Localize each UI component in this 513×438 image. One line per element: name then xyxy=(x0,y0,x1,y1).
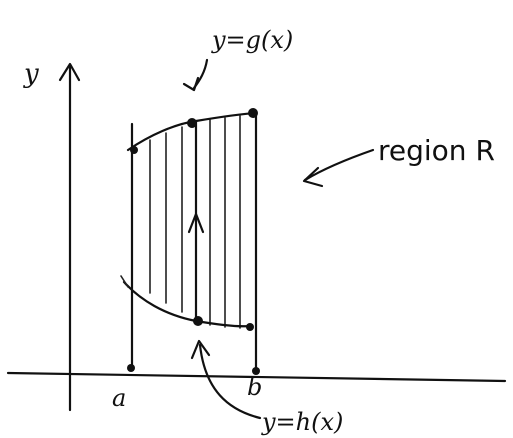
region-hatching xyxy=(149,115,241,329)
upper-curve-label: y=g(x) xyxy=(211,26,293,54)
region-pointer-arrow xyxy=(303,148,375,182)
point-h-b xyxy=(246,323,254,331)
x-axis xyxy=(6,371,507,383)
a-label: a xyxy=(112,384,126,412)
region-label: region R xyxy=(378,134,495,167)
upward-arrow xyxy=(187,212,205,234)
point-a-on-axis xyxy=(127,364,135,372)
y-axis-arrowhead xyxy=(58,62,81,82)
h-pointer-arrow xyxy=(198,343,262,420)
lower-curve-label: y=h(x) xyxy=(261,408,343,436)
point-b-on-axis xyxy=(252,367,260,375)
region-pointer-arrowhead xyxy=(302,166,324,188)
point-h-mid xyxy=(193,316,203,326)
point-g-mid xyxy=(187,118,197,128)
h-pointer-arrowhead xyxy=(190,339,211,360)
point-g-a xyxy=(130,146,138,154)
point-g-b xyxy=(248,108,258,118)
y-axis-label: y xyxy=(23,59,39,89)
lower-curve-start-tick xyxy=(120,275,129,288)
curve-points xyxy=(127,108,260,375)
axes xyxy=(6,62,507,412)
g-pointer-arrowhead xyxy=(182,76,200,92)
lower-curve-h xyxy=(122,280,252,328)
b-label: b xyxy=(247,373,262,401)
